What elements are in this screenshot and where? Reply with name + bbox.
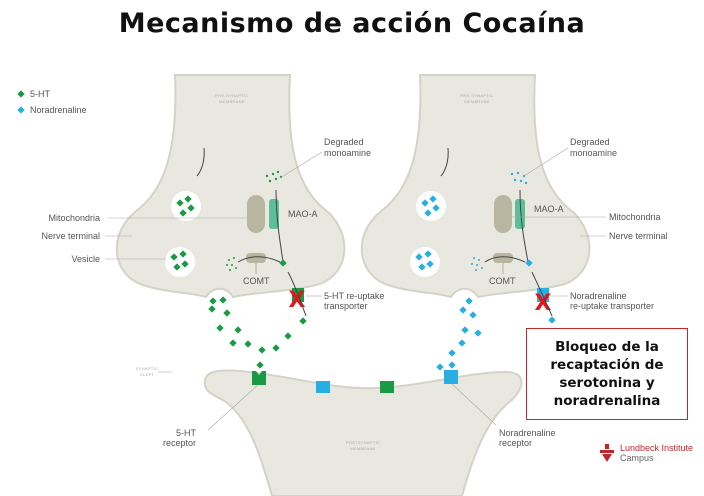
svg-text:MAO-A: MAO-A bbox=[288, 209, 318, 219]
svg-text:receptor: receptor bbox=[499, 438, 532, 448]
logo-line2: Campus bbox=[620, 453, 654, 463]
noradrenaline-receptor bbox=[444, 370, 458, 384]
vesicle bbox=[165, 247, 195, 277]
page-title: Mecanismo de acción Cocaína bbox=[118, 8, 586, 39]
svg-text:PRE-SYNAPTIC: PRE-SYNAPTIC bbox=[215, 93, 248, 98]
svg-text:Nerve terminal: Nerve terminal bbox=[609, 231, 668, 241]
svg-text:COMT: COMT bbox=[243, 276, 270, 286]
blockade-callout: Bloqueo de la recaptación de serotonina … bbox=[526, 328, 688, 420]
svg-text:MEMBRANE: MEMBRANE bbox=[464, 99, 490, 104]
legend-noradrenaline: Noradrenaline bbox=[30, 105, 87, 115]
svg-text:MEMBRANE: MEMBRANE bbox=[350, 446, 376, 451]
vesicle bbox=[171, 191, 201, 221]
svg-text:PRE-SYNAPTIC: PRE-SYNAPTIC bbox=[460, 93, 493, 98]
logo-line1: Lundbeck Institute bbox=[620, 443, 694, 453]
serotonin-receptor bbox=[252, 371, 266, 385]
block-mark: X bbox=[535, 291, 552, 316]
svg-text:receptor: receptor bbox=[163, 438, 196, 448]
svg-text:Noradrenaline: Noradrenaline bbox=[499, 428, 556, 438]
svg-text:POSTSYNAPTIC: POSTSYNAPTIC bbox=[346, 440, 381, 445]
vesicle bbox=[416, 191, 446, 221]
mitochondria bbox=[494, 195, 512, 233]
right-presynaptic-neuron: PRE-SYNAPTIC MEMBRANE MAO-A COMT Degrade… bbox=[360, 74, 668, 371]
svg-text:MAO-A: MAO-A bbox=[534, 204, 564, 214]
svg-text:monoamine: monoamine bbox=[570, 148, 617, 158]
postsynaptic-neuron: POSTSYNAPTIC MEMBRANE 5-HT receptor Nora… bbox=[136, 366, 556, 496]
comt-enzyme bbox=[493, 253, 513, 263]
svg-text:Vesicle: Vesicle bbox=[71, 254, 100, 264]
block-mark: X bbox=[289, 288, 306, 313]
lundbeck-logo-icon bbox=[600, 444, 614, 462]
svg-text:Mitochondria: Mitochondria bbox=[48, 213, 100, 223]
svg-text:COMT: COMT bbox=[489, 276, 516, 286]
serotonin-legend-icon bbox=[17, 90, 25, 98]
svg-text:Degraded: Degraded bbox=[324, 137, 364, 147]
serotonin-receptor bbox=[380, 381, 394, 393]
legend-5ht: 5-HT bbox=[30, 89, 51, 99]
lundbeck-logo: Lundbeck Institute Campus bbox=[600, 443, 693, 463]
svg-text:Mitochondria: Mitochondria bbox=[609, 212, 661, 222]
svg-text:Degraded: Degraded bbox=[570, 137, 610, 147]
mao-a-enzyme bbox=[515, 199, 525, 229]
left-presynaptic-neuron: PRE-SYNAPTIC MEMBRANE MAO-A COMT Degrade… bbox=[41, 74, 384, 369]
mitochondria bbox=[247, 195, 265, 233]
svg-text:re-uptake transporter: re-uptake transporter bbox=[570, 301, 654, 311]
noradrenaline-receptor bbox=[316, 381, 330, 393]
noradrenaline-legend-icon bbox=[17, 106, 25, 114]
svg-text:SYNAPTIC: SYNAPTIC bbox=[136, 366, 158, 371]
svg-text:CLEFT: CLEFT bbox=[140, 372, 154, 377]
svg-text:5-HT re-uptake: 5-HT re-uptake bbox=[324, 291, 384, 301]
svg-text:Nerve terminal: Nerve terminal bbox=[41, 231, 100, 241]
legend: 5-HT Noradrenaline bbox=[17, 89, 87, 115]
vesicle bbox=[410, 247, 440, 277]
comt-enzyme bbox=[246, 253, 266, 263]
svg-text:MEMBRANE: MEMBRANE bbox=[219, 99, 245, 104]
svg-text:Noradrenaline: Noradrenaline bbox=[570, 291, 627, 301]
svg-text:transporter: transporter bbox=[324, 301, 368, 311]
svg-text:5-HT: 5-HT bbox=[176, 428, 197, 438]
svg-text:monoamine: monoamine bbox=[324, 148, 371, 158]
